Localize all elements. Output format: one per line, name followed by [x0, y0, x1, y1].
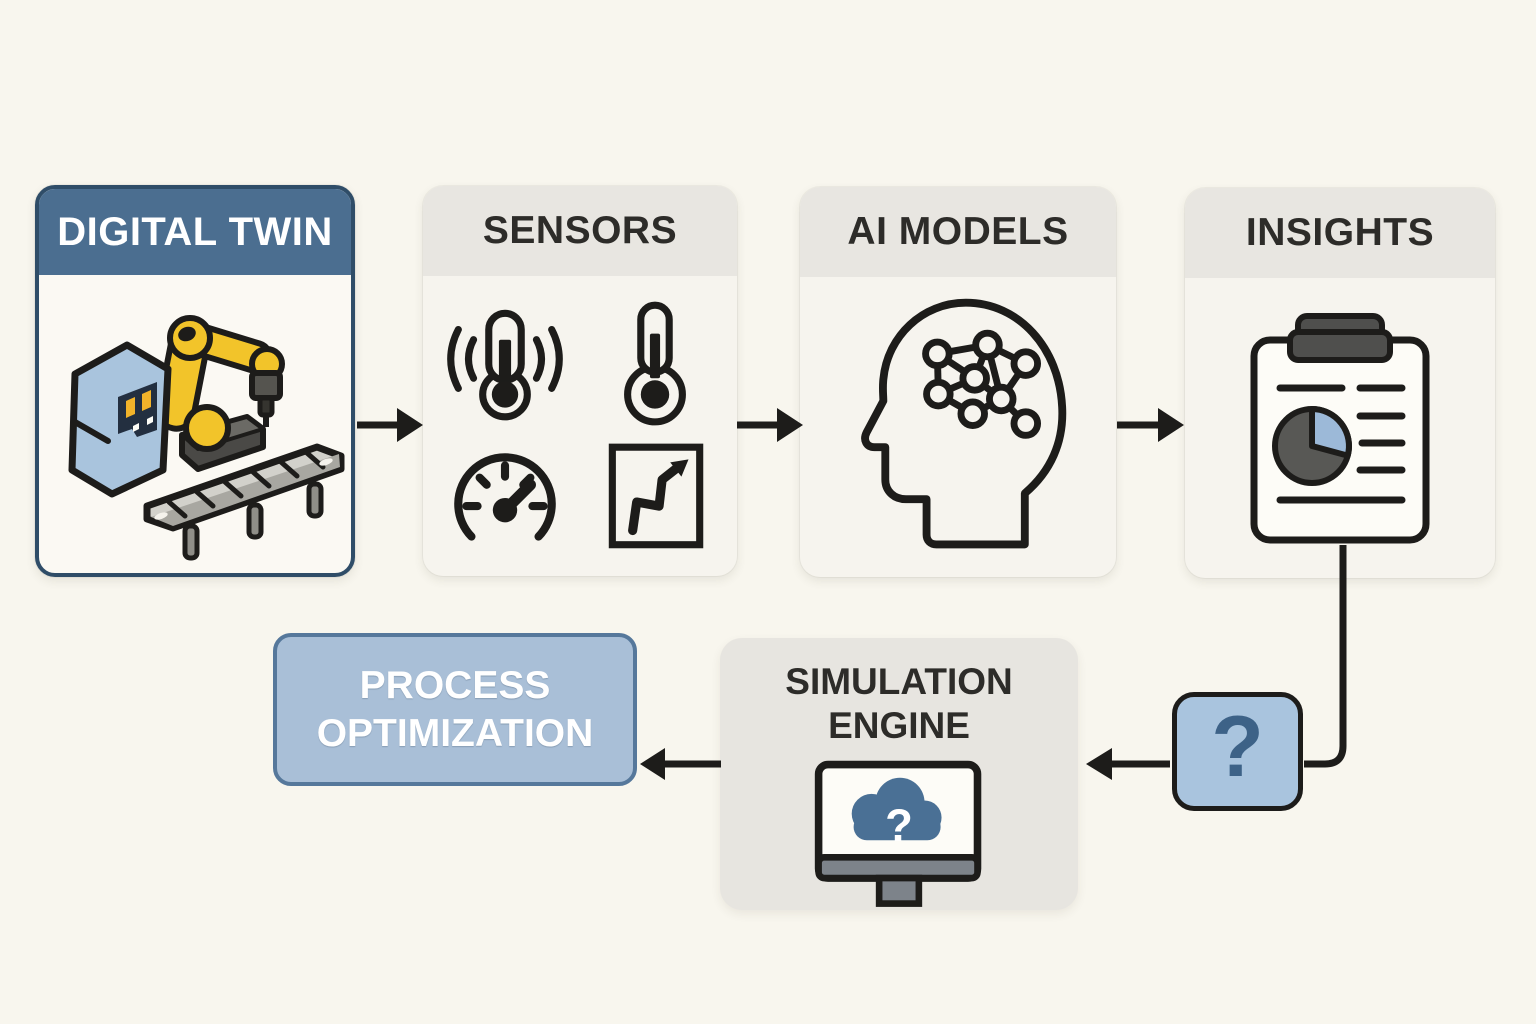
node-simulation-engine: SIMULATION ENGINE ? [720, 638, 1078, 910]
node-process-optimization: PROCESS OPTIMIZATION [273, 633, 637, 786]
robot-arm [155, 315, 285, 452]
node-ai-models: AI MODELS [800, 187, 1116, 577]
control-cabinet [68, 341, 172, 498]
sensors-body [423, 276, 737, 576]
monitor-cloud-question-icon: ? [814, 760, 982, 907]
gauge-icon [454, 453, 556, 541]
sensors-label: SENSORS [482, 209, 678, 252]
arrowhead-left-2 [640, 748, 665, 780]
sensors-header: SENSORS [423, 186, 737, 276]
ai-models-header: AI MODELS [800, 187, 1116, 277]
arrowhead-right-3 [1158, 408, 1184, 442]
report-lines [1276, 384, 1406, 504]
ai-models-body [800, 277, 1116, 577]
process-optimization-label: PROCESS OPTIMIZATION [316, 663, 594, 755]
insights-header: INSIGHTS [1185, 188, 1495, 278]
node-sensors: SENSORS [423, 186, 737, 576]
ai-models-label: AI MODELS [847, 210, 1069, 253]
digital-twin-body [39, 275, 351, 573]
clipboard-report-icon [1250, 313, 1430, 544]
insights-body [1185, 278, 1495, 578]
conveyor-belt [143, 443, 345, 561]
head-neural-network-icon [861, 298, 1067, 549]
digital-twin-label: DIGITAL TWIN [57, 209, 333, 254]
arrowhead-right-1 [397, 408, 423, 442]
node-question: ? [1172, 692, 1303, 811]
thermometer-signal-icon [447, 309, 563, 421]
node-digital-twin: DIGITAL TWIN [35, 185, 355, 577]
insights-label: INSIGHTS [1245, 211, 1435, 254]
question-label: ? [1211, 699, 1264, 795]
thermometer-icon [624, 301, 686, 426]
robot-arm-conveyor-icon [68, 315, 345, 561]
digital-twin-header: DIGITAL TWIN [39, 189, 351, 275]
cloud-question-glyph: ? [885, 800, 913, 851]
neural-network-nodes [922, 329, 1042, 439]
arrowhead-left-1 [1086, 748, 1112, 780]
pie-chart [1272, 406, 1352, 486]
simulation-engine-label: SIMULATION ENGINE [785, 661, 1013, 747]
node-insights: INSIGHTS [1185, 188, 1495, 578]
trend-steps-icon [608, 443, 704, 549]
cloud [851, 777, 942, 841]
